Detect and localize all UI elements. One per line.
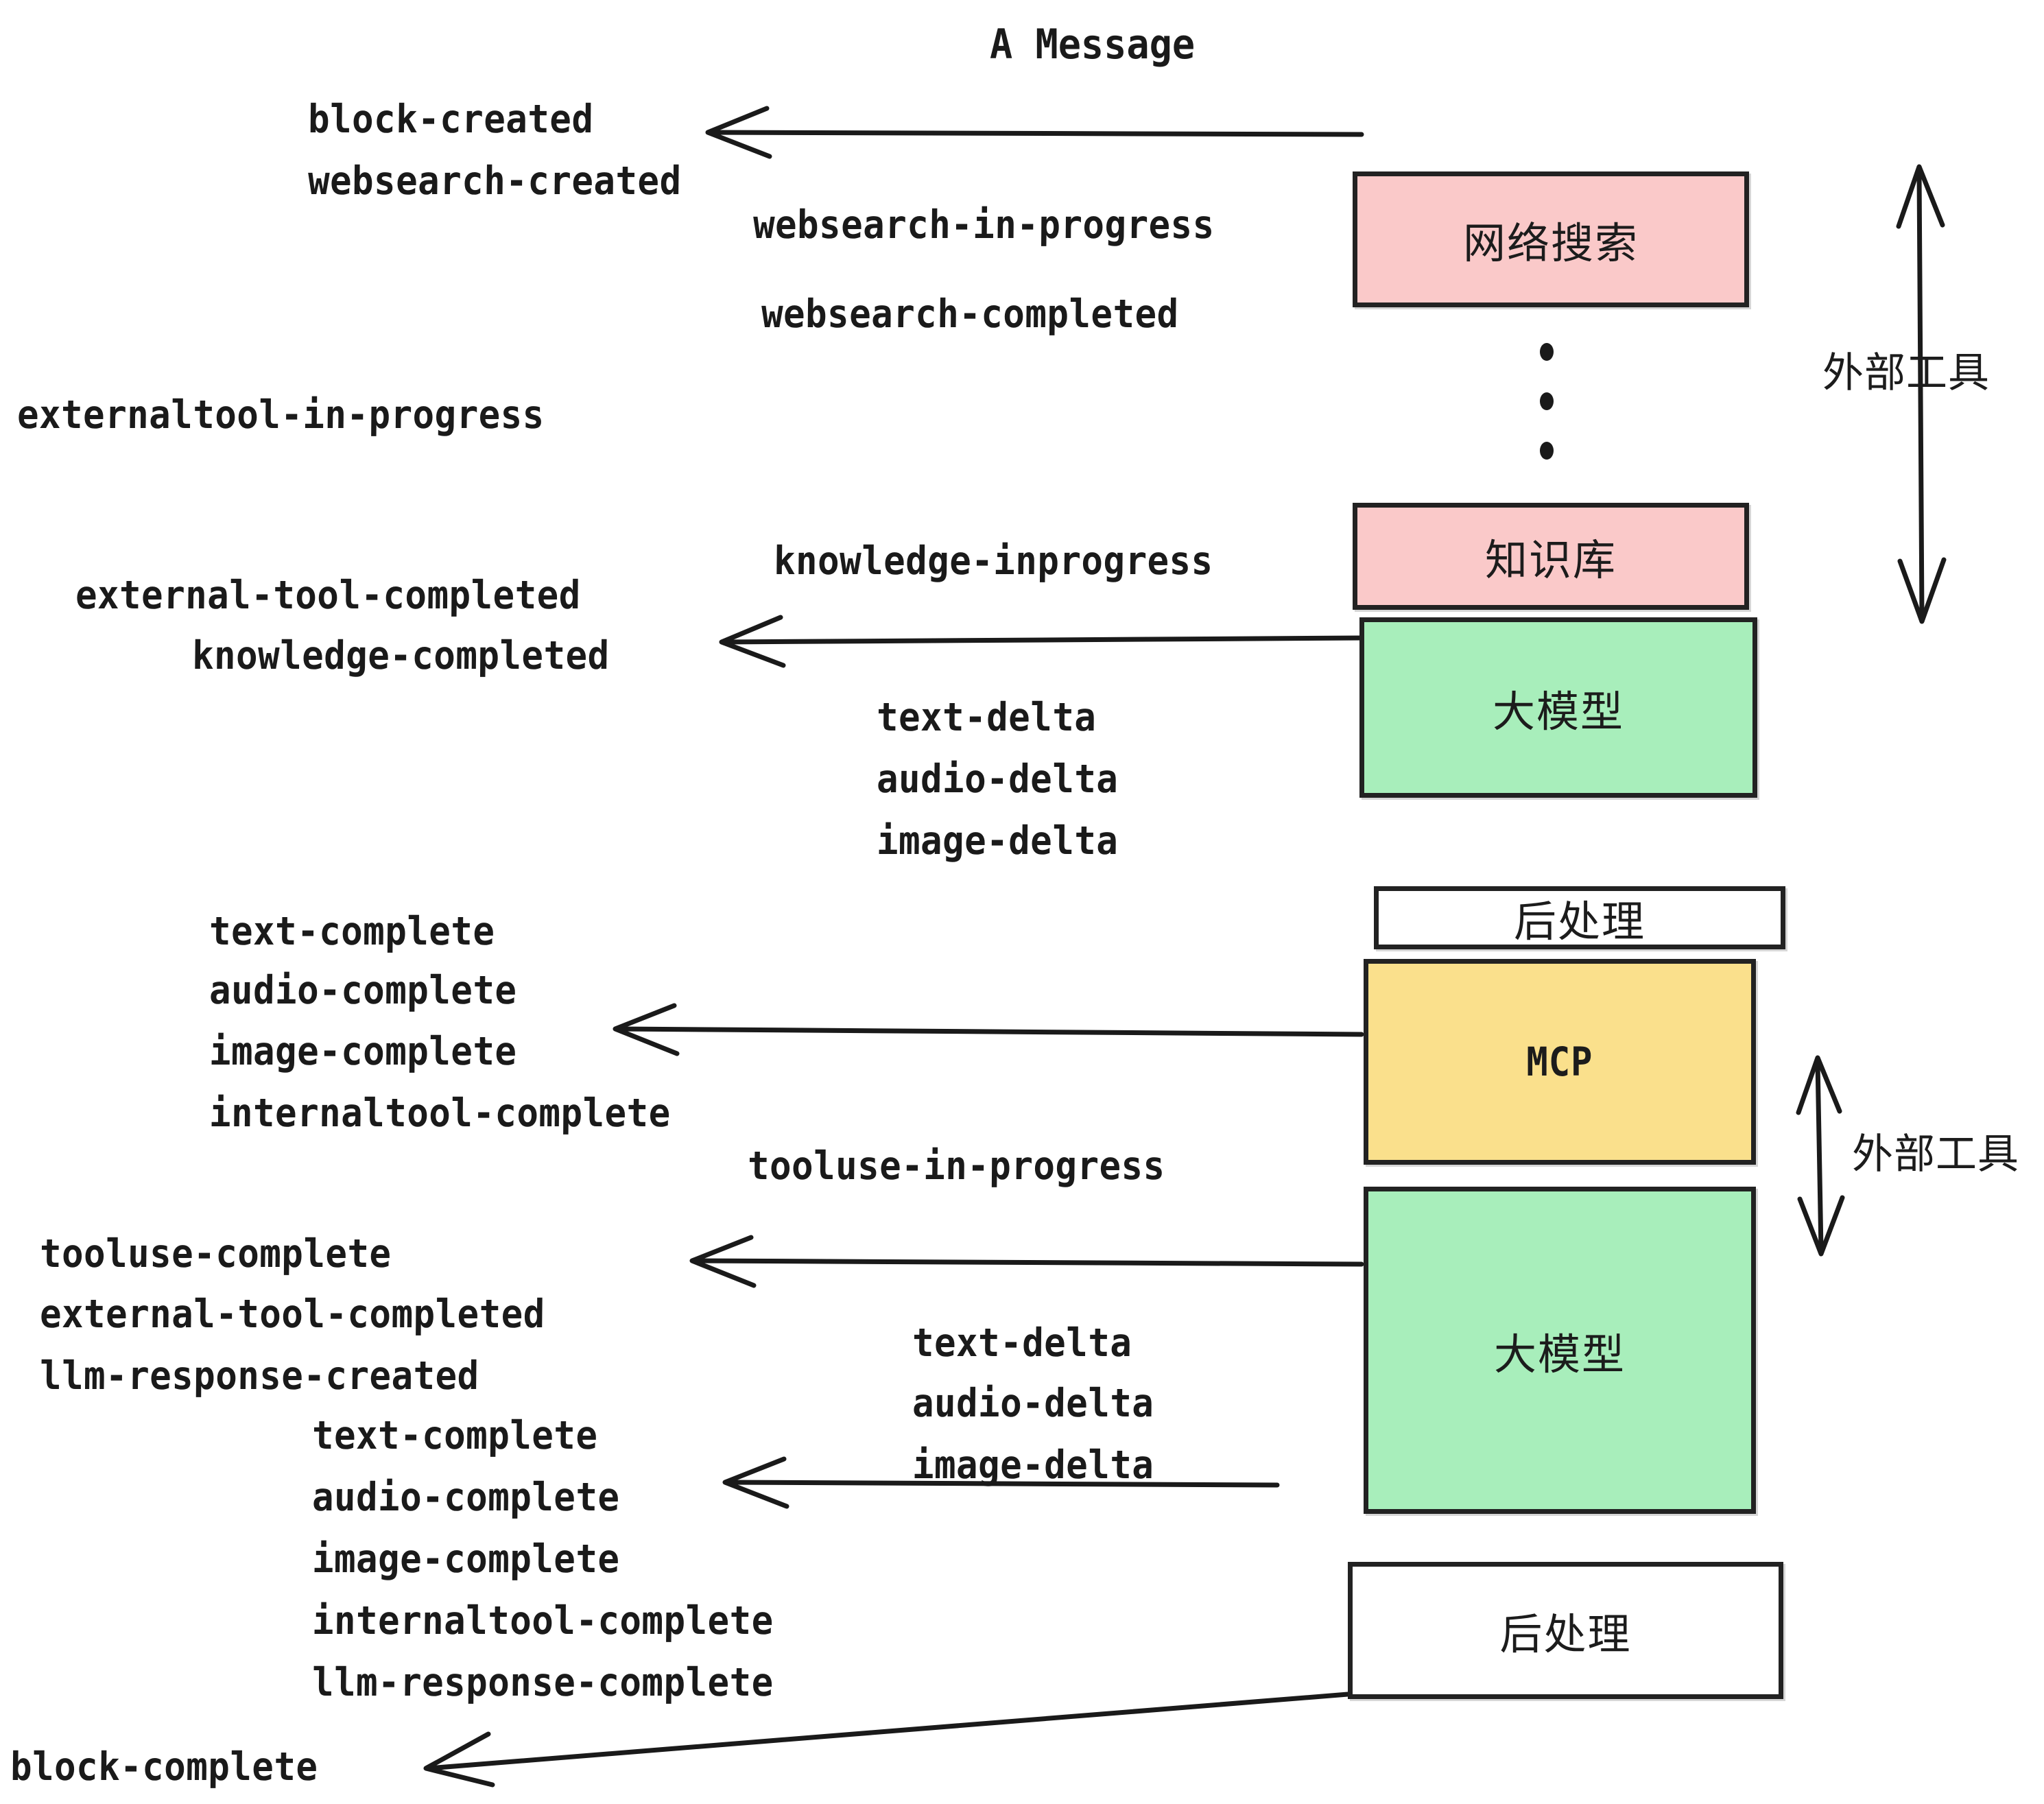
event-external-tool-completed-1: external-tool-completed: [75, 573, 582, 618]
event-knowledge-completed: knowledge-completed: [191, 633, 610, 678]
event-internaltool-complete-2: internaltool-complete: [311, 1598, 774, 1643]
side-label-external-tools-bottom: 外部工具: [1852, 1130, 2019, 1178]
double-arrow-external-tools-bottom: [1796, 1055, 1845, 1257]
event-tooluse-complete: tooluse-complete: [39, 1231, 392, 1277]
node-postprocess-1-label: 后处理: [1513, 897, 1645, 947]
node-postprocess-2[interactable]: 后处理: [1348, 1562, 1783, 1699]
node-llm-1[interactable]: 大模型: [1359, 617, 1757, 798]
ellipsis-dot: [1540, 392, 1554, 410]
node-knowledge[interactable]: 知识库: [1353, 503, 1749, 610]
event-tooluse-in-progress: tooluse-in-progress: [747, 1143, 1165, 1189]
event-text-complete-1: text-complete: [209, 909, 495, 954]
event-external-tool-completed-2: external-tool-completed: [39, 1292, 546, 1337]
arrow-knowledge-completed: [719, 615, 1364, 668]
event-text-delta-1: text-delta: [876, 695, 1097, 740]
node-postprocess-1[interactable]: 后处理: [1374, 886, 1785, 949]
event-websearch-created: websearch-created: [307, 158, 682, 204]
side-label-external-tools-top: 外部工具: [1822, 349, 1990, 397]
ellipsis-dot: [1540, 343, 1554, 361]
arrow-tooluse-complete: [689, 1235, 1364, 1288]
node-postprocess-2-label: 后处理: [1499, 1609, 1632, 1659]
event-llm-response-complete: llm-response-complete: [311, 1660, 774, 1705]
page-title: A Message: [990, 21, 1196, 69]
event-image-complete-2: image-complete: [311, 1536, 620, 1582]
event-block-created: block-created: [307, 97, 594, 142]
node-llm-2[interactable]: 大模型: [1364, 1187, 1756, 1514]
event-text-complete-2: text-complete: [311, 1413, 598, 1458]
event-audio-delta-1: audio-delta: [876, 757, 1119, 802]
node-llm-2-label: 大模型: [1493, 1329, 1626, 1379]
event-image-complete-1: image-complete: [209, 1029, 517, 1074]
event-image-delta-1: image-delta: [876, 818, 1119, 864]
event-websearch-completed: websearch-completed: [761, 292, 1179, 337]
event-text-delta-2: text-delta: [912, 1320, 1132, 1366]
event-internaltool-complete-1: internaltool-complete: [209, 1091, 671, 1136]
node-knowledge-label: 知识库: [1484, 535, 1617, 585]
event-image-delta-2: image-delta: [912, 1443, 1154, 1488]
node-mcp-label: MCP: [1526, 1039, 1593, 1085]
arrow-image-complete: [613, 1003, 1364, 1056]
node-llm-1-label: 大模型: [1492, 686, 1624, 737]
event-externaltool-in-progress: externaltool-in-progress: [16, 392, 545, 438]
ellipsis-dot: [1540, 442, 1554, 460]
event-audio-complete-2: audio-complete: [311, 1475, 620, 1520]
event-block-complete: block-complete: [10, 1744, 318, 1790]
arrow-websearch-created: [705, 106, 1364, 159]
event-audio-delta-2: audio-delta: [912, 1381, 1154, 1426]
event-knowledge-inprogress: knowledge-inprogress: [773, 538, 1213, 584]
event-audio-complete-1: audio-complete: [209, 968, 517, 1013]
node-websearch[interactable]: 网络搜索: [1353, 171, 1749, 307]
event-llm-response-created: llm-response-created: [39, 1353, 479, 1399]
arrow-block-complete: [423, 1692, 1351, 1788]
node-websearch-label: 网络搜索: [1462, 218, 1639, 268]
node-mcp[interactable]: MCP: [1364, 959, 1756, 1165]
vertical-ellipsis: [1540, 343, 1554, 460]
event-websearch-in-progress: websearch-in-progress: [752, 202, 1215, 248]
